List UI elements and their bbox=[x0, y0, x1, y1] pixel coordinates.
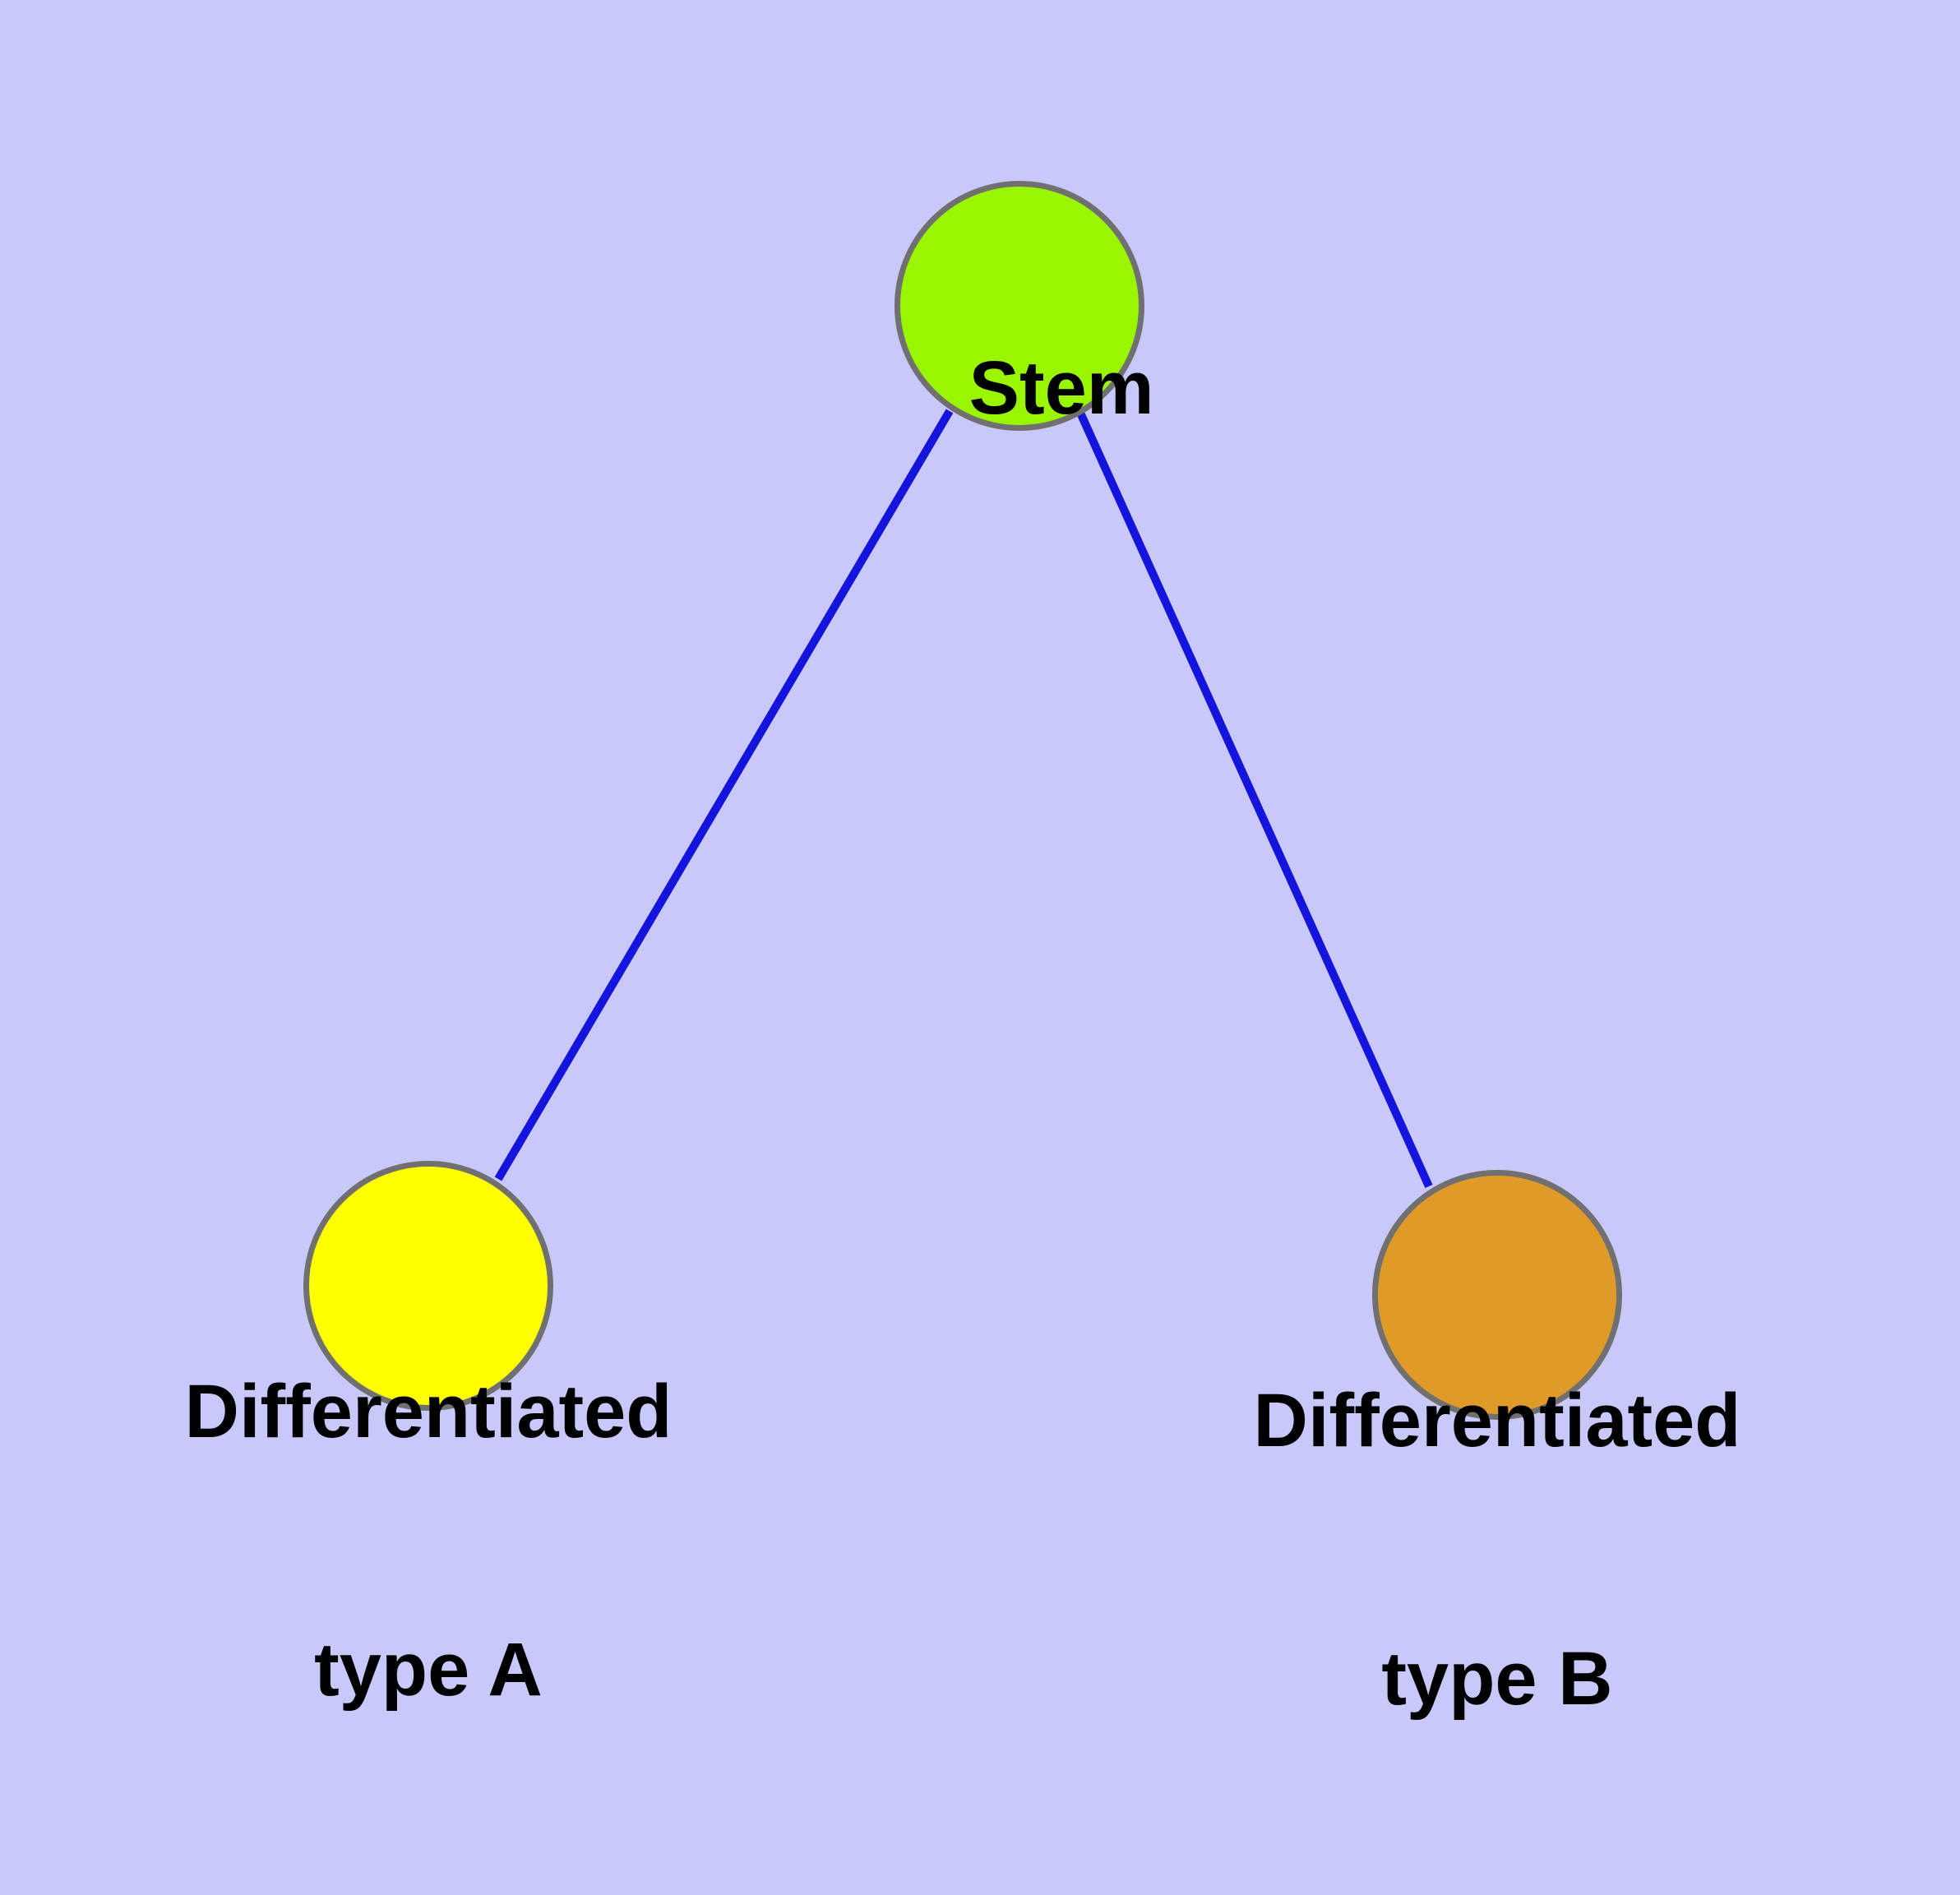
node-stem[interactable] bbox=[894, 181, 1144, 431]
edge-layer bbox=[494, 409, 1433, 1189]
node-differentiated-type-b[interactable] bbox=[1372, 1170, 1622, 1420]
graph-canvas: Stem Differentiated type A Differentiate… bbox=[184, 181, 1741, 1722]
edge-stem-to-differentiated-type-a[interactable] bbox=[494, 409, 954, 1181]
edge-stem-to-differentiated-type-b[interactable] bbox=[1076, 410, 1433, 1189]
node-differentiated-type-a[interactable] bbox=[303, 1161, 553, 1411]
